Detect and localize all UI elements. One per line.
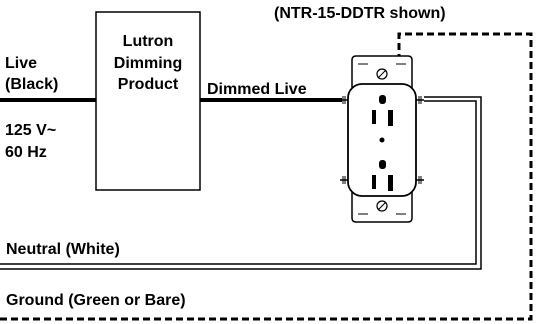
strap-ears — [358, 63, 406, 215]
frequency-label: 60 Hz — [5, 144, 47, 161]
receptacle — [340, 55, 424, 223]
lower-hot-slot — [388, 175, 393, 191]
dimming-product-box — [95, 11, 201, 191]
upper-ground-slot — [379, 95, 386, 104]
upper-outlet — [372, 95, 393, 126]
neutral-label: Neutral (White) — [6, 241, 120, 258]
ground-label: Ground (Green or Bare) — [6, 292, 186, 309]
product-label-line1: Lutron — [123, 33, 174, 50]
upper-neutral-slot — [372, 110, 376, 124]
upper-hot-slot — [388, 110, 393, 126]
right-terminal-screws — [416, 96, 424, 184]
ground-wire — [0, 32, 533, 321]
dimmed-live-label: Dimmed Live — [207, 81, 307, 98]
lower-outlet — [372, 160, 393, 191]
lower-neutral-slot — [372, 175, 376, 189]
center-screw — [379, 137, 385, 143]
live-label: Live — [5, 55, 37, 72]
left-terminal-screws — [340, 96, 348, 184]
model-caption: (NTR-15-DDTR shown) — [274, 5, 446, 22]
neutral-wire-outer — [0, 100, 477, 265]
lower-ground-slot — [379, 160, 386, 169]
voltage-label: 125 V~ — [5, 122, 56, 139]
live-color-label: (Black) — [5, 76, 58, 93]
product-label-line3: Product — [118, 76, 179, 93]
neutral-wire-inner — [0, 96, 482, 270]
product-label-line2: Dimming — [114, 55, 182, 72]
